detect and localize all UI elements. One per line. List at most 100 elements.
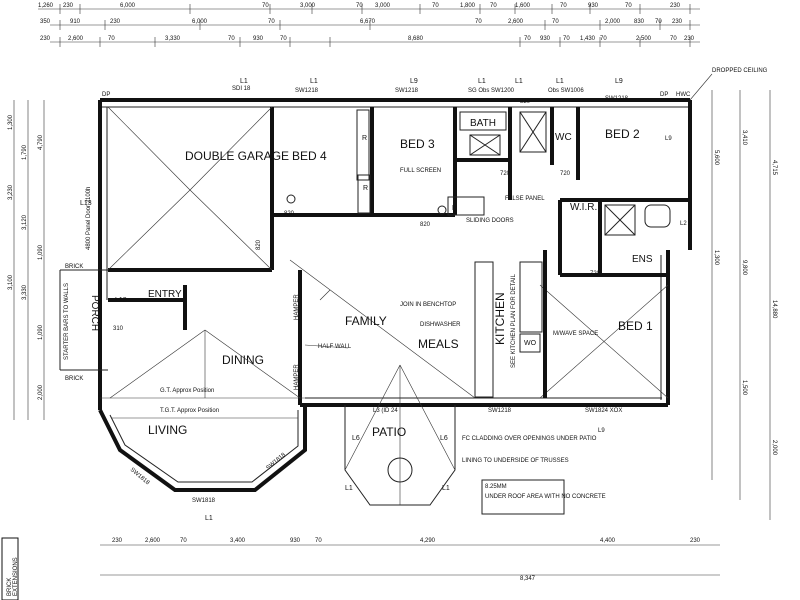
dim-top-1-f: 70 bbox=[356, 3, 363, 9]
note-mwave: M/WAVE SPACE bbox=[553, 331, 598, 337]
dim-top-1-k: 1,600 bbox=[515, 3, 531, 9]
room-wir: W.I.R. bbox=[570, 202, 597, 213]
room-porch: PORCH bbox=[89, 295, 100, 331]
dim-left-i: 1,090 bbox=[38, 324, 44, 340]
dim-bot-g: 4,290 bbox=[420, 538, 436, 544]
dim-top-3-d: 3,330 bbox=[165, 36, 181, 42]
label-dp-1: DP bbox=[102, 92, 110, 98]
dim-bot-i: 230 bbox=[690, 538, 701, 544]
dim-left-d: 1,790 bbox=[22, 144, 28, 160]
dim-top-3-m: 70 bbox=[600, 36, 607, 42]
dim-left-j: 2,000 bbox=[38, 384, 44, 400]
room-meals: MEALS bbox=[418, 337, 459, 351]
garage-door-820: 820 bbox=[256, 239, 262, 250]
dim-bot-h: 4,400 bbox=[600, 538, 616, 544]
lintel-l1-patio-a: L1 bbox=[345, 485, 353, 492]
lintel-top-3: L9 bbox=[410, 78, 418, 85]
dim-top-2-c: 230 bbox=[110, 19, 121, 25]
room-bed4: BED 4 bbox=[292, 149, 327, 163]
dim-top-3-k: 70 bbox=[563, 36, 570, 42]
lintel-marks-top: L1 L1 L9 L1 L1 L1 L9 DP DP bbox=[102, 78, 668, 98]
window-sw1818-c: SW1818 bbox=[192, 498, 216, 504]
dim-top-2-a: 350 bbox=[40, 19, 51, 25]
note-lining: LINING TO UNDERSIDE OF TRUSSES bbox=[462, 458, 569, 464]
door-310: 310 bbox=[113, 326, 124, 332]
note-area: 8.25MM bbox=[485, 484, 507, 490]
garage: DOUBLE GARAGE 4800 Panel Door 2100h L13 … bbox=[80, 86, 289, 272]
bench-l: L bbox=[452, 205, 456, 212]
lintel-l13: L13 bbox=[80, 200, 92, 207]
dim-right-b: 1,300 bbox=[713, 250, 719, 266]
dim-top-1-d: 70 bbox=[262, 3, 269, 9]
dim-top-2-m: 230 bbox=[672, 19, 683, 25]
dim-top-3-h: 8,680 bbox=[408, 36, 424, 42]
room-living: LIVING bbox=[148, 423, 187, 437]
door-720-ens: 720 bbox=[590, 271, 601, 277]
dim-right-a: 5,600 bbox=[713, 150, 719, 166]
note-join-benchtop: JOIN IN BENCHTOP bbox=[400, 302, 456, 308]
dim-top-3-l: 1,430 bbox=[580, 36, 596, 42]
dim-top-2-b: 910 bbox=[70, 19, 81, 25]
note-fc-cladding: FC CLADDING OVER OPENINGS UNDER PATIO bbox=[462, 436, 597, 442]
room-entry: ENTRY bbox=[148, 289, 182, 300]
window-sw1218-d: SW1218 bbox=[488, 408, 512, 414]
lintel-l9-bottom: L9 bbox=[598, 428, 605, 434]
window-sw1824: SW1824 XOX bbox=[585, 408, 622, 414]
note-dishwasher: DISHWASHER bbox=[420, 322, 461, 328]
dim-left-b: 3,230 bbox=[8, 184, 14, 200]
room-bed2: BED 2 bbox=[605, 127, 640, 141]
dim-right-h: 2,000 bbox=[771, 440, 777, 456]
room-bed3: BED 3 bbox=[400, 137, 435, 151]
dim-bot-a: 230 bbox=[112, 538, 123, 544]
dim-top-3-j: 930 bbox=[540, 36, 551, 42]
bottom-dimensions: 230 2,600 70 3,400 930 70 4,290 4,400 23… bbox=[100, 538, 720, 582]
lintel-top-5: L1 bbox=[515, 78, 523, 85]
lintel-top-4: L1 bbox=[478, 78, 486, 85]
lintel-l2: L2 bbox=[680, 221, 687, 227]
dim-top-2-f: 6,670 bbox=[360, 19, 376, 25]
dim-top-1-c: 6,000 bbox=[120, 3, 136, 9]
window-sw1218-c: SW1218 bbox=[605, 96, 629, 102]
door-820-wc: 820 bbox=[520, 99, 531, 105]
lintel-l9-right: L9 bbox=[665, 136, 672, 142]
robe-r-1: R bbox=[362, 135, 367, 142]
door-720-a: 720 bbox=[500, 171, 511, 177]
dim-top-1-a: 1,260 bbox=[38, 3, 54, 9]
garage-door-note: 4800 Panel Door 2100h bbox=[86, 187, 92, 250]
door-820-bed3: 820 bbox=[420, 222, 431, 228]
dim-bot-b: 2,600 bbox=[145, 538, 161, 544]
dim-left-a: 1,300 bbox=[8, 114, 14, 130]
dim-top-1-l: 70 bbox=[560, 3, 567, 9]
dim-top-3-e: 70 bbox=[228, 36, 235, 42]
living-core: KITCHEN SEE KITCHEN PLAN FOR DETAIL JOIN… bbox=[289, 250, 622, 434]
note-false-panel: FALSE PANEL bbox=[505, 196, 545, 202]
note-hamper-2: HAMPER bbox=[294, 364, 300, 390]
door-820-bed4: 820 bbox=[284, 211, 295, 217]
room-wc: WC bbox=[555, 132, 572, 143]
label-brick-2: BRICK bbox=[65, 376, 83, 382]
wet-areas-north: BATH WC BED 2 SG Obs SW1200 Obs SW1006 S… bbox=[447, 88, 691, 224]
dim-bot-d: 3,400 bbox=[230, 538, 246, 544]
note-full-screen: FULL SCREEN bbox=[400, 168, 441, 174]
dim-right-c: 3,410 bbox=[741, 130, 747, 146]
dim-right-g: 14,880 bbox=[771, 300, 777, 319]
room-dining: DINING bbox=[222, 353, 264, 367]
room-family: FAMILY bbox=[345, 314, 387, 328]
corner-stamp: BRICK EXTENSIONS bbox=[1, 537, 19, 600]
dim-top-1-m: 930 bbox=[588, 3, 599, 9]
note-tgt-position: T.G.T. Approx Position bbox=[160, 408, 219, 414]
dim-right-d: 9,800 bbox=[741, 260, 747, 276]
dim-top-3-g: 70 bbox=[280, 36, 287, 42]
dim-right-f: 4,715 bbox=[771, 160, 777, 176]
dim-bot-j: 8,347 bbox=[520, 576, 536, 582]
lintel-top-1: L1 bbox=[240, 78, 248, 85]
dim-bot-e: 930 bbox=[290, 538, 301, 544]
right-dimensions: 5,600 1,300 3,410 9,800 1,500 4,715 14,8… bbox=[711, 90, 777, 520]
note-starter-bars: STARTER BARS TO WALLS bbox=[64, 283, 70, 360]
room-bath: BATH bbox=[470, 118, 496, 129]
dim-top-3-p: 230 bbox=[684, 36, 695, 42]
dim-left-h: 1,090 bbox=[38, 244, 44, 260]
room-kitchen: KITCHEN bbox=[493, 292, 507, 345]
dim-left-g: 4,790 bbox=[38, 134, 44, 150]
